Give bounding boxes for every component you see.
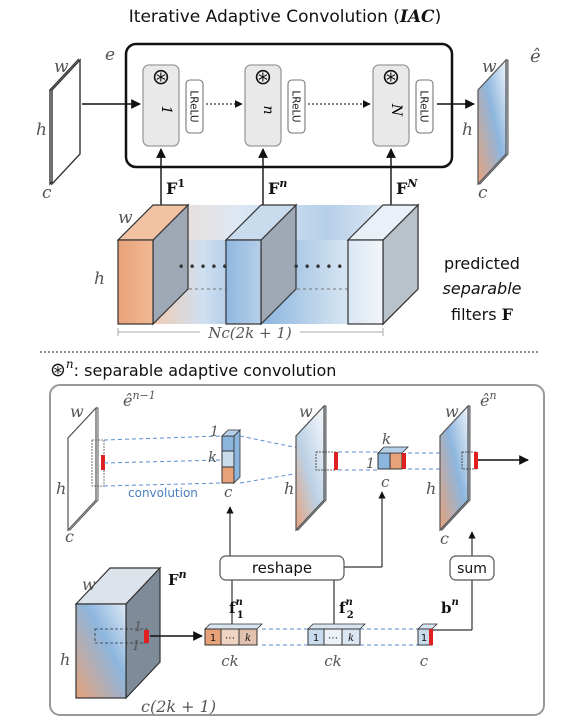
out-c-label: c	[440, 529, 449, 548]
reshape-box	[219, 555, 345, 581]
op-block-N	[372, 64, 410, 147]
block-dots-1: • • • • •	[178, 260, 229, 274]
sum-box	[449, 555, 495, 581]
mid-h-label: h	[284, 479, 294, 498]
b-dim-label: c	[420, 652, 429, 670]
kern1-k-label: k	[208, 448, 217, 466]
Fn-depth-label: c(2k + 1)	[141, 697, 216, 716]
op-sup-1: 1	[158, 106, 174, 115]
lrelu-label-n: LReLU	[290, 90, 302, 122]
label-Fn: Fn	[268, 177, 287, 198]
iac-title: Iterative Adaptive Convolution (IAC)	[129, 7, 441, 27]
label-FN: FN	[396, 177, 418, 198]
f2-cell-1: 1	[313, 633, 319, 644]
f2-vector	[307, 623, 366, 646]
caption-filters: filters F	[451, 305, 514, 324]
input-c-label: c	[42, 183, 52, 203]
block-width-label: Nc(2k + 1)	[207, 324, 292, 342]
output-e-label: ê	[530, 46, 541, 67]
caption-separable: separable	[443, 279, 522, 298]
kern2-c-label: c	[381, 473, 390, 491]
b-cell: 1	[421, 633, 427, 644]
conv-dashes-1	[103, 435, 223, 487]
op-sup-N: N	[388, 103, 404, 117]
input-h-label: h	[36, 120, 47, 140]
f1-cell-3: k	[245, 633, 251, 644]
caption-predicted: predicted	[444, 254, 520, 273]
kernel-row	[377, 446, 409, 470]
reshape-label: reshape	[252, 559, 312, 577]
block-width-bracket	[117, 328, 384, 336]
lrelu-label-N: LReLU	[418, 90, 430, 122]
in-frame	[67, 406, 105, 532]
Fn-h-label: h	[60, 650, 70, 669]
b-vector	[417, 623, 438, 646]
convolution-label: convolution	[128, 486, 198, 500]
lrelu-label-1: LReLU	[188, 90, 200, 122]
Fn-one-b: 1	[132, 639, 140, 654]
lrelu-box-n	[287, 79, 306, 134]
mid-frame	[295, 404, 338, 532]
block-w-label: w	[118, 208, 133, 228]
kern1-one-label: 1	[210, 424, 219, 440]
Fn-w-label: w	[82, 575, 96, 594]
Fn-one-a: 1	[134, 620, 142, 635]
mid-w-label: w	[299, 402, 313, 421]
lrelu-box-1	[185, 79, 204, 134]
op-symbol-n: ⊛	[254, 65, 272, 90]
output-w-label: w	[482, 57, 497, 77]
Fn-label: Fn	[168, 568, 187, 589]
f1-cell-1: 1	[210, 633, 216, 644]
kern1-c-label: c	[224, 483, 233, 501]
op-block-1	[142, 64, 180, 147]
f1-cell-2: ⋯	[225, 633, 235, 644]
f2-dim-label: ck	[324, 652, 342, 670]
in-ehat-label: ên−1	[123, 389, 156, 410]
out-frame	[439, 404, 478, 532]
block-dots-2: • • • • •	[293, 260, 344, 274]
out-w-label: w	[445, 402, 459, 421]
vec-dashes	[262, 628, 418, 646]
input-frame-e	[48, 58, 82, 186]
output-frame-ehat	[477, 58, 509, 186]
out-ehat-label: ên	[480, 389, 497, 410]
input-e-label: e	[105, 45, 115, 65]
f2-cell-3: k	[348, 633, 354, 644]
b-label: bn	[441, 597, 459, 617]
kern2-k-label: k	[382, 430, 391, 448]
output-h-label: h	[462, 120, 473, 140]
f2-cell-2: ⋯	[328, 633, 338, 644]
f1-vector	[204, 623, 263, 646]
filter-block	[116, 203, 420, 326]
f1-dim-label: ck	[221, 652, 239, 670]
op-block-n	[244, 64, 282, 147]
op-symbol-N: ⊛	[382, 65, 400, 90]
kernel-column	[221, 429, 241, 484]
op-symbol-1: ⊛	[152, 65, 170, 90]
in-c-label: c	[65, 527, 74, 546]
label-F1: F1	[166, 177, 185, 198]
input-w-label: w	[54, 57, 69, 77]
output-c-label: c	[478, 183, 488, 203]
Fn-cuboid	[74, 566, 162, 700]
sum-label: sum	[457, 561, 487, 577]
iac-box	[124, 42, 454, 169]
op-sup-n: n	[260, 105, 276, 114]
out-h-label: h	[426, 479, 436, 498]
kern2-one-label: 1	[366, 456, 375, 472]
sum-connectors	[432, 531, 476, 631]
legend-text: ⊛n: separable adaptive convolution	[50, 357, 336, 381]
in-w-label: w	[70, 402, 84, 421]
lrelu-box-N	[415, 79, 434, 134]
block-h-label: h	[94, 269, 105, 289]
bottom-frame	[49, 384, 545, 716]
in-h-label: h	[56, 479, 66, 498]
